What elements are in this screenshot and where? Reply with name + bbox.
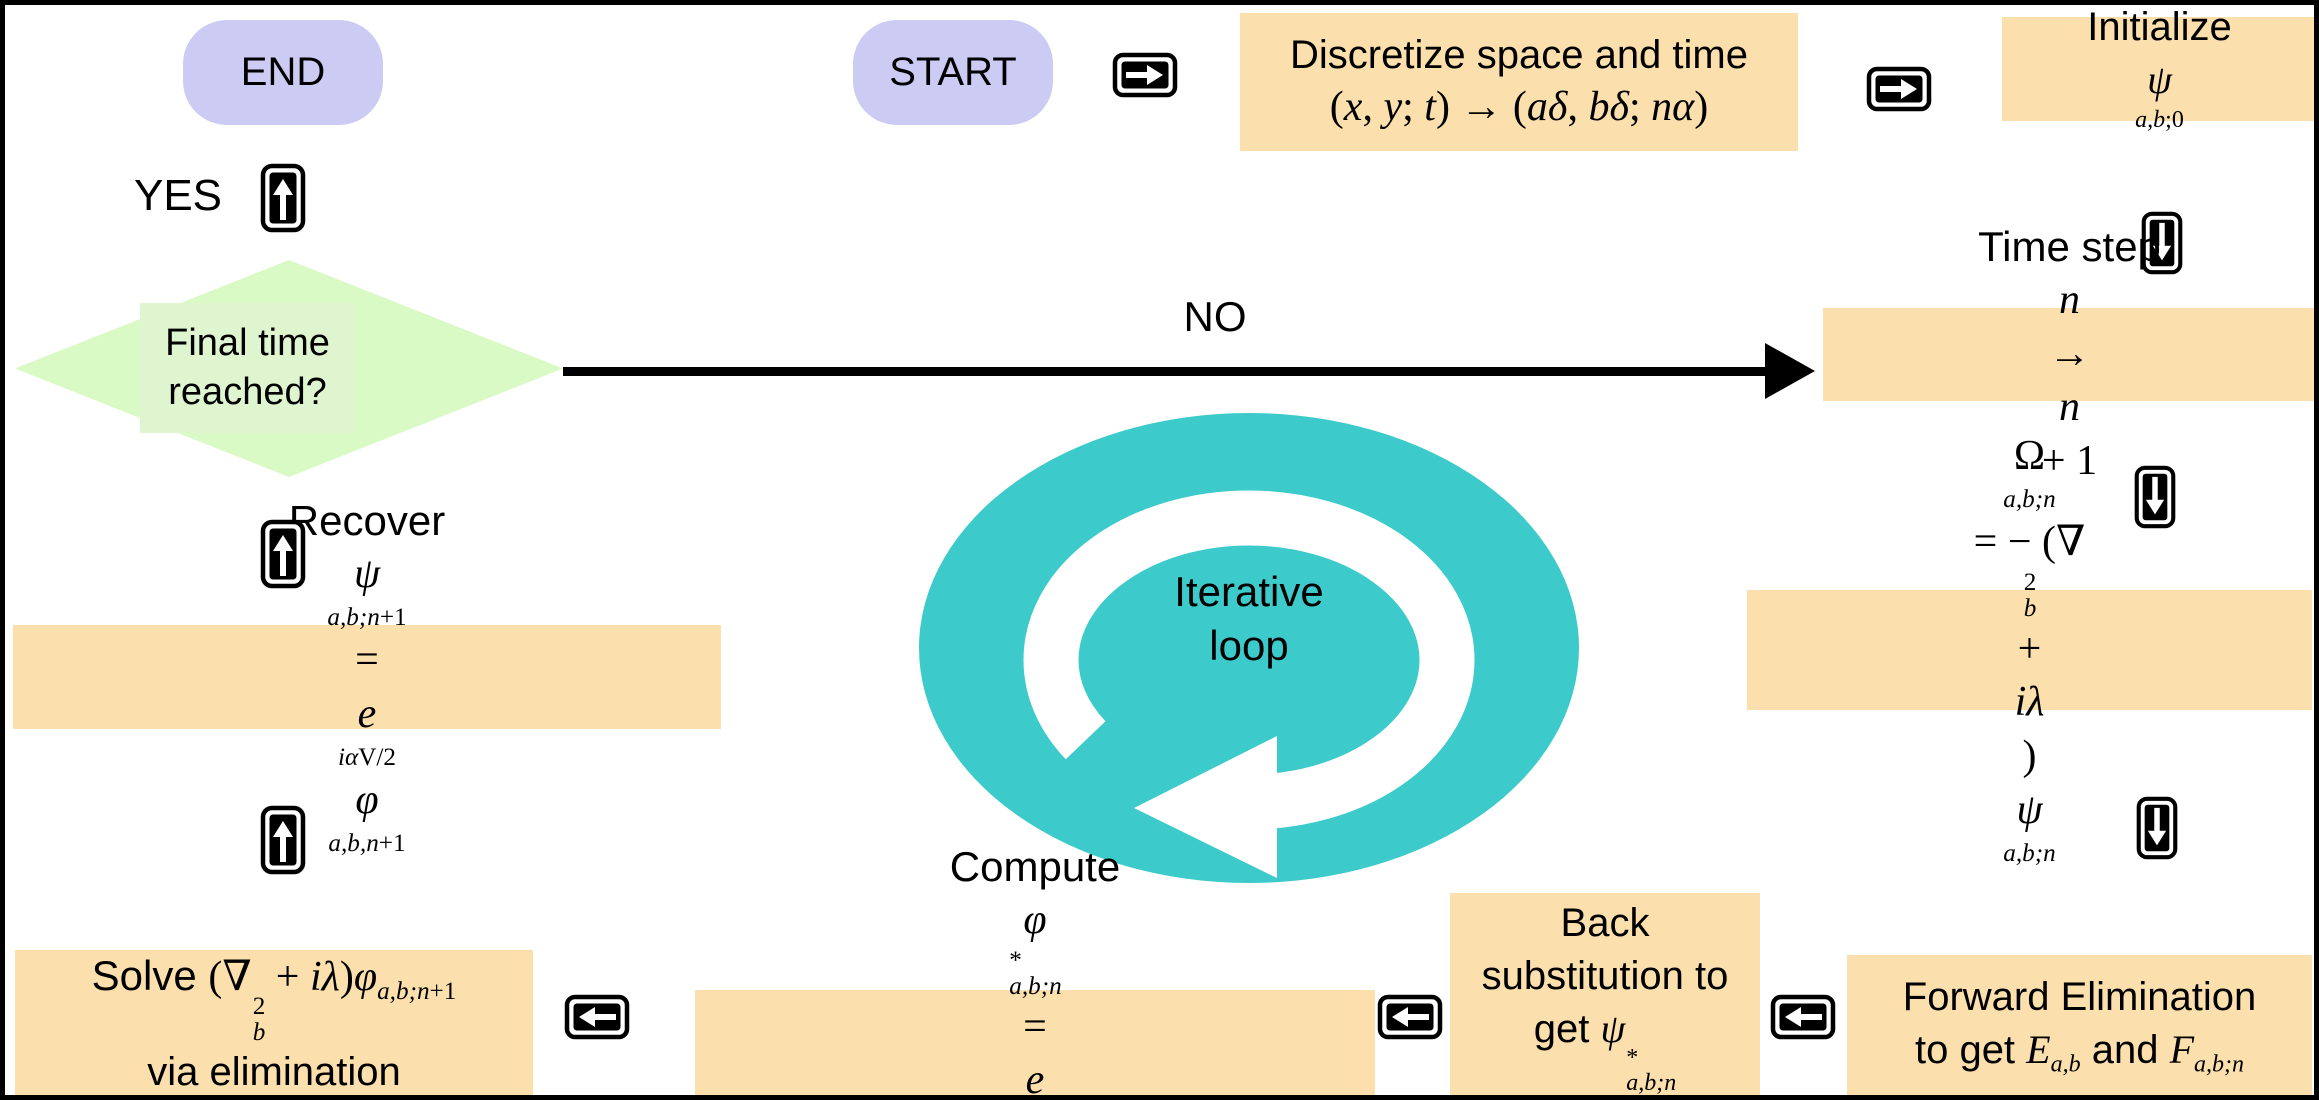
forward-line1: Forward Elimination xyxy=(1902,975,2257,1020)
start-node: START xyxy=(853,20,1053,125)
forward-elimination-box: Forward Elimination to get Ea,b and Fa,b… xyxy=(1847,955,2312,1095)
end-label: END xyxy=(240,50,326,94)
decision-line1: Final time xyxy=(165,321,330,364)
arrow-up-icon xyxy=(260,805,306,875)
arrow-down-icon xyxy=(2134,463,2176,531)
start-label: START xyxy=(889,50,1017,94)
iterative-loop-icon: Iterative loop xyxy=(899,388,1599,908)
arrow-left-icon xyxy=(1770,994,1836,1040)
compute-box: Compute φ*a,b;n = e−iδV/2ψ*a,b;n xyxy=(695,843,1375,1095)
arrow-right-icon xyxy=(1112,52,1178,98)
arrow-head xyxy=(1765,343,1815,399)
arrow-up-icon xyxy=(260,163,306,233)
no-label: NO xyxy=(1183,293,1247,340)
yes-label: YES xyxy=(133,171,223,220)
discretize-box: Discretize space and time (x, y; t) → (a… xyxy=(1240,13,1798,151)
solve-line2: via elimination xyxy=(147,1049,401,1094)
end-node: END xyxy=(183,20,383,125)
arrow-right-icon xyxy=(1866,66,1932,112)
decision-label: Final time reached? xyxy=(140,303,355,433)
timestep-box: Time step n → n + 1 xyxy=(1823,223,2314,484)
forward-line2: to get Ea,b and Fa,b;n xyxy=(1914,1026,2245,1077)
back-line1: Back xyxy=(1560,901,1650,946)
arrow-down-icon xyxy=(2141,208,2183,278)
loop-line1: Iterative xyxy=(1174,568,1323,615)
discretize-line1: Discretize space and time xyxy=(1290,32,1748,77)
loop-arrowhead xyxy=(1134,736,1277,878)
arrow-left-icon xyxy=(564,994,630,1040)
decision-line2: reached? xyxy=(168,371,327,413)
arrow-shaft xyxy=(563,367,1768,376)
arrow-down-icon xyxy=(2136,793,2178,863)
back-substitution-box: Back substitution to get ψ*a,b;n xyxy=(1450,893,1760,1096)
arrow-up-icon xyxy=(260,519,306,589)
loop-line2: loop xyxy=(1209,622,1288,669)
discretize-line2: (x, y; t) → (aδ, bδ; nα) xyxy=(1329,83,1709,130)
back-line3: get ψ*a,b;n xyxy=(1533,1005,1677,1096)
back-line2: substitution to xyxy=(1481,953,1729,998)
arrow-left-icon xyxy=(1377,994,1443,1040)
no-flow-arrow xyxy=(563,343,1815,399)
